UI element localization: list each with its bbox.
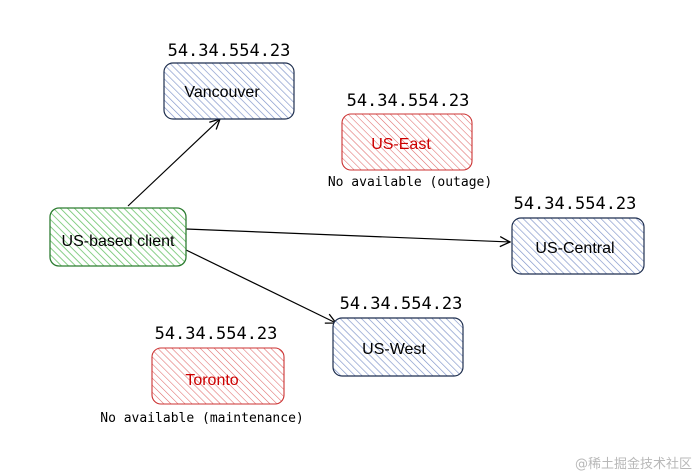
toronto-box bbox=[151, 347, 285, 405]
watermark-text: @稀土掘金技术社区 bbox=[575, 456, 692, 472]
us-east-label: US-East bbox=[371, 136, 431, 153]
toronto-ip: 54.34.554.23 bbox=[155, 324, 278, 344]
us-central-label: US-Central bbox=[535, 240, 614, 257]
vancouver-node: 54.34.554.23 Vancouver bbox=[163, 41, 295, 120]
us-east-node: 54.34.554.23 US-East No available (outag… bbox=[328, 91, 492, 190]
client-node: US-based client bbox=[49, 207, 187, 267]
us-west-ip: 54.34.554.23 bbox=[340, 294, 463, 314]
us-central-ip: 54.34.554.23 bbox=[514, 194, 637, 214]
arrow-client-to-vancouver bbox=[127, 119, 220, 207]
us-east-box bbox=[341, 113, 473, 171]
client-label: US-based client bbox=[62, 233, 176, 250]
arrow-client-to-us-central bbox=[185, 228, 510, 242]
arrow-client-to-us-west bbox=[181, 247, 336, 323]
toronto-status-note: No available (maintenance) bbox=[100, 411, 304, 426]
us-central-box bbox=[511, 217, 645, 275]
us-west-node: 54.34.554.23 US-West bbox=[332, 294, 464, 377]
client-box bbox=[49, 207, 187, 267]
us-west-box bbox=[332, 317, 464, 377]
toronto-label: Toronto bbox=[185, 372, 238, 389]
vancouver-box bbox=[163, 62, 295, 120]
toronto-node: 54.34.554.23 Toronto No available (maint… bbox=[100, 324, 304, 426]
us-west-label: US-West bbox=[362, 341, 426, 358]
us-central-node: 54.34.554.23 US-Central bbox=[511, 194, 645, 275]
vancouver-label: Vancouver bbox=[184, 84, 260, 101]
us-east-status-note: No available (outage) bbox=[328, 175, 492, 190]
vancouver-ip: 54.34.554.23 bbox=[168, 41, 291, 61]
us-east-ip: 54.34.554.23 bbox=[347, 91, 470, 111]
